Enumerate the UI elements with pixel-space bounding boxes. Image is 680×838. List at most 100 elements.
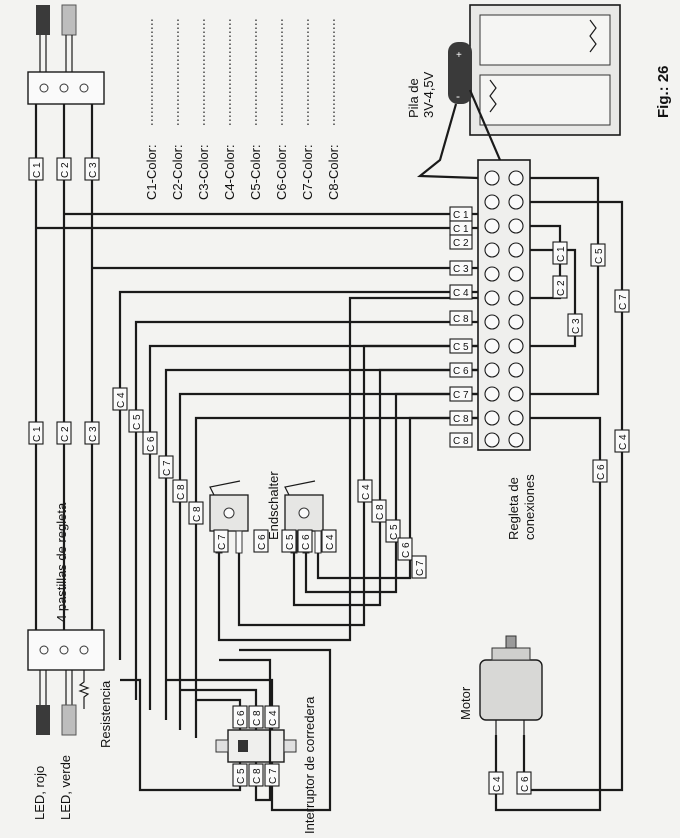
svg-text:C 5: C 5	[132, 414, 143, 430]
svg-text:C 7: C 7	[217, 534, 228, 550]
color-lines: C1-Color: C2-Color: C3-Color: C4-Color: …	[144, 18, 341, 200]
tag-c2-right: C 2	[552, 275, 568, 299]
svg-text:C 5: C 5	[285, 534, 296, 550]
tag-c7-strip: C 7	[449, 386, 473, 402]
svg-text:C 4: C 4	[361, 484, 372, 500]
svg-text:C 1: C 1	[453, 224, 469, 235]
svg-text:C 8: C 8	[453, 314, 469, 325]
svg-text:C 2: C 2	[556, 280, 567, 296]
svg-text:C 7: C 7	[268, 768, 279, 784]
led-red-label: LED, rojo	[32, 766, 47, 820]
tag-c5-strip: C 5	[449, 338, 473, 354]
tag-c7-mid: C 7	[158, 455, 174, 479]
svg-text:C 6: C 6	[236, 710, 247, 726]
tag-c4-mid: C 4	[112, 387, 128, 411]
terminal-strip: Regleta de conexiones	[477, 159, 537, 540]
tag-c4-motor: C 4	[488, 771, 504, 795]
tag-c8-strip: C 8	[449, 310, 473, 326]
color-line-c5: C5-Color:	[248, 144, 263, 200]
tag-c3-top: C 3	[84, 157, 100, 181]
svg-text:C 4: C 4	[492, 776, 503, 792]
color-line-c8: C8-Color:	[326, 144, 341, 200]
tag-c2-top: C 2	[56, 157, 72, 181]
limit-switch-label: Endschalter	[266, 471, 281, 540]
svg-text:C 1: C 1	[32, 426, 43, 442]
bottom-led-block: 4 pastillas de regleta Resistencia LED, …	[27, 502, 113, 820]
tag-c6-mid: C 6	[142, 431, 158, 455]
svg-text:C 3: C 3	[88, 426, 99, 442]
motor-label: Motor	[458, 686, 473, 720]
tag-c8-strip3: C 8	[449, 432, 473, 448]
svg-text:C 5: C 5	[389, 524, 400, 540]
svg-text:C 7: C 7	[162, 460, 173, 476]
tag-c7-ls: C 7	[213, 529, 229, 553]
svg-text:C 3: C 3	[453, 264, 469, 275]
tag-c3-right: C 3	[567, 313, 583, 337]
tag-c1-strip: C 1	[449, 206, 473, 222]
tag-c8-strip2: C 8	[449, 410, 473, 426]
svg-text:C 7: C 7	[618, 294, 629, 310]
wires	[34, 89, 624, 812]
motor: Motor	[458, 635, 543, 735]
svg-text:C 6: C 6	[520, 776, 531, 792]
tag-c7-ls2: C 7	[411, 555, 427, 579]
svg-text:C 4: C 4	[268, 710, 279, 726]
svg-text:C 2: C 2	[60, 162, 71, 178]
wire-tags: C 1 C 2 C 3 C 1 C 2 C 3 C 4 C 5 C 6 C 7 …	[28, 157, 630, 795]
tag-c8-mid: C 8	[172, 479, 188, 503]
svg-text:C 1: C 1	[556, 246, 567, 262]
terminal-block-4-label: 4 pastillas de regleta	[54, 502, 69, 622]
svg-text:C 5: C 5	[453, 342, 469, 353]
tag-c6-motor: C 6	[516, 771, 532, 795]
tag-c7-slide-bot: C 7	[264, 763, 280, 787]
tag-c5-slide-bot: C 5	[232, 763, 248, 787]
svg-text:C 8: C 8	[176, 484, 187, 500]
limit-switch-left	[209, 480, 249, 554]
battery-minus-sign: -	[456, 89, 460, 103]
tag-c1-strip2: C 1	[449, 220, 473, 236]
color-line-c1: C1-Color:	[144, 144, 159, 200]
tag-c2-strip: C 2	[449, 234, 473, 250]
color-line-c6: C6-Color:	[274, 144, 289, 200]
slide-switch-label: Interruptor de corredera	[302, 696, 317, 834]
tag-c5-ls2: C 5	[385, 519, 401, 543]
tag-c6-ls: C 6	[253, 529, 269, 553]
svg-text:C 1: C 1	[32, 162, 43, 178]
svg-text:C 6: C 6	[401, 542, 412, 558]
svg-text:C 4: C 4	[325, 534, 336, 550]
tag-c6-strip: C 6	[449, 362, 473, 378]
svg-text:C 6: C 6	[596, 464, 607, 480]
color-line-c4: C4-Color:	[222, 144, 237, 200]
tag-c8-ls: C 8	[371, 499, 387, 523]
tag-c7-right: C 7	[614, 289, 630, 313]
resistor-label: Resistencia	[98, 680, 113, 748]
svg-text:C 6: C 6	[301, 534, 312, 550]
tag-c8-slide-bot: C 8	[248, 763, 264, 787]
led-green-label: LED, verde	[58, 755, 73, 820]
svg-text:C 7: C 7	[453, 390, 469, 401]
color-line-c7: C7-Color:	[300, 144, 315, 200]
svg-text:C 2: C 2	[60, 426, 71, 442]
tag-c8-slide-top: C 8	[248, 705, 264, 729]
svg-text:C 8: C 8	[375, 504, 386, 520]
tag-c4-strip: C 4	[449, 284, 473, 300]
svg-text:C 8: C 8	[453, 436, 469, 447]
svg-text:C 2: C 2	[453, 238, 469, 249]
svg-text:C 4: C 4	[618, 434, 629, 450]
tag-c4-right: C 4	[614, 429, 630, 453]
tag-c5-mid: C 5	[128, 409, 144, 433]
svg-text:C 6: C 6	[453, 366, 469, 377]
color-line-c2: C2-Color:	[170, 144, 185, 200]
tag-c3-strip: C 3	[449, 260, 473, 276]
battery-pack: + - Pila de 3V-4,5V	[406, 4, 621, 136]
top-led-block	[27, 4, 105, 105]
tag-c2-mid: C 2	[56, 421, 72, 445]
figure-label: Fig.: 26	[655, 65, 672, 118]
battery-plus-sign: +	[456, 50, 462, 61]
battery-label: Pila de	[406, 78, 421, 118]
battery-voltage-label: 3V-4,5V	[421, 71, 436, 118]
tag-c6-ls2: C 6	[297, 529, 313, 553]
tag-c4-slide-top: C 4	[264, 705, 280, 729]
svg-text:C 6: C 6	[146, 436, 157, 452]
